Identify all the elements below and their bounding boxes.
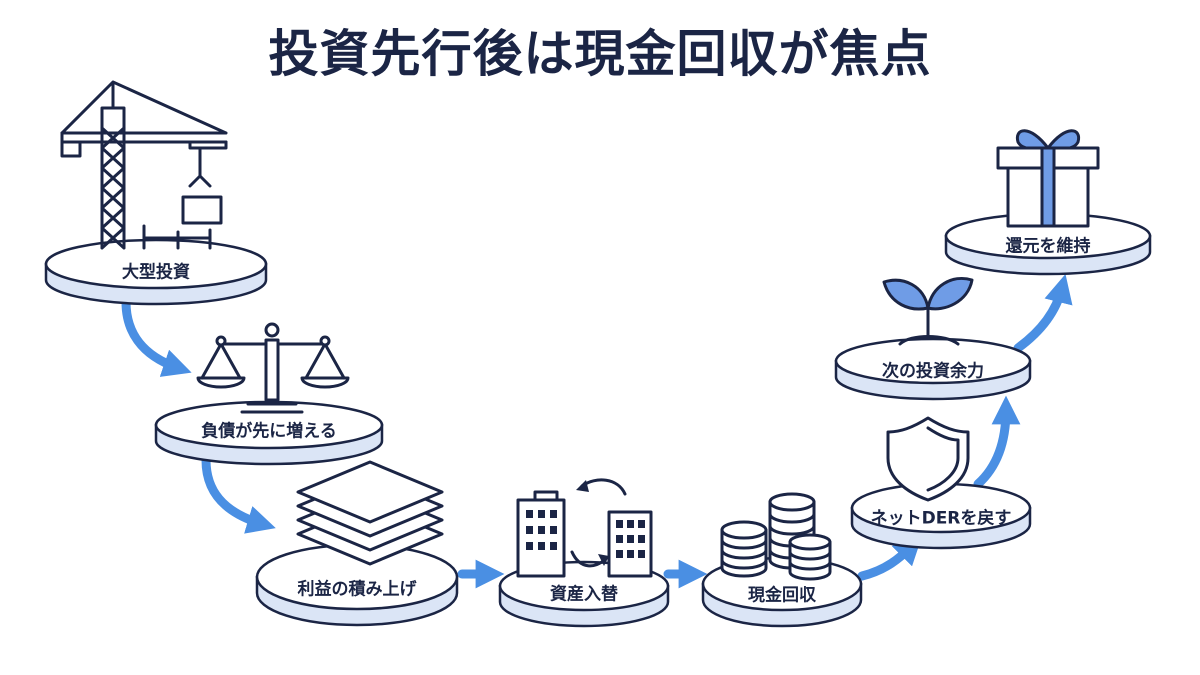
flow-arrow-6 — [973, 395, 1021, 489]
buildings-swap-icon — [516, 478, 653, 578]
sprout-icon — [882, 277, 974, 346]
flow-arrow-1 — [121, 297, 192, 377]
step-label-asset-rotation: 資産入替 — [550, 584, 618, 605]
page-title: 投資先行後は現金回収が焦点 — [268, 25, 932, 83]
step-label-debt-increase: 負債が先に増える — [201, 421, 337, 442]
construction-crane-icon — [60, 80, 228, 250]
platform-7 — [834, 337, 1032, 401]
platform-3 — [255, 543, 459, 627]
platform-1 — [44, 238, 268, 306]
balance-scale-icon — [196, 322, 350, 414]
platform-8 — [944, 212, 1152, 276]
flow-arrow-2 — [201, 455, 276, 534]
platform-6 — [850, 482, 1032, 550]
step-label-next-investment-capacity: 次の投資余力 — [882, 361, 984, 382]
flow-arrow-7 — [1013, 274, 1073, 353]
step-label-large-investment: 大型投資 — [122, 262, 190, 283]
shield-icon — [886, 416, 970, 502]
gift-box-icon — [996, 129, 1100, 228]
stacked-layers-icon — [296, 460, 444, 566]
step-label-net-der: ネットDERを戻す — [870, 508, 1012, 529]
step-label-profit-accumulation: 利益の積み上げ — [297, 579, 417, 600]
coin-stacks-icon — [720, 492, 832, 581]
flow-arrows — [121, 274, 1073, 589]
step-label-cash-recovery: 現金回収 — [748, 585, 816, 606]
flow-arrow-5 — [857, 535, 923, 581]
step-label-maintain-returns: 還元を維持 — [1005, 236, 1091, 257]
platform-2 — [154, 400, 384, 466]
